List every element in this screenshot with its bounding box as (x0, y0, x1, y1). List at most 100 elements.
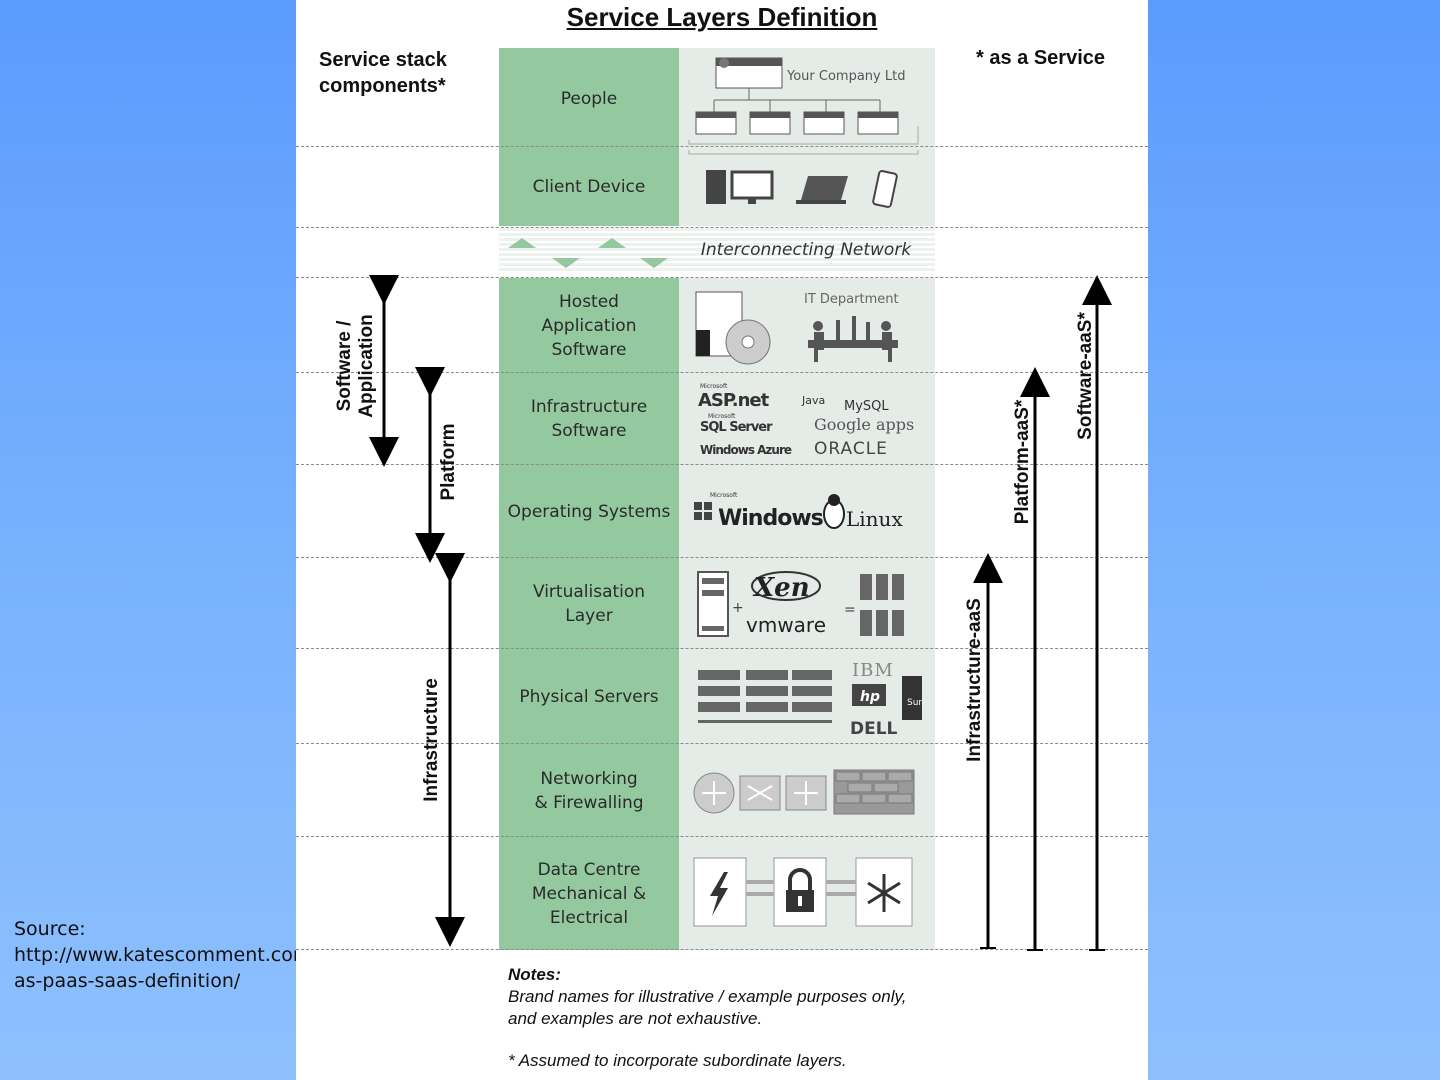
diagram-title: Service Layers Definition (566, 2, 878, 32)
layer-separator (296, 949, 1148, 950)
layer-label-line: Electrical (549, 907, 629, 928)
layer-infrastructure-software: Infrastructure Software (499, 374, 679, 464)
source-url-continued: as-paas-saas-definition/ (14, 970, 241, 992)
software-box-icon (695, 291, 771, 365)
network-band (499, 228, 935, 272)
hp-logo: hp (860, 689, 880, 705)
layer-separator (296, 277, 1148, 278)
iaas-label: Infrastructure-aaS (964, 598, 985, 762)
server-rack-icon (698, 670, 832, 723)
layer-operating-systems: Operating Systems (507, 501, 671, 522)
layer-separator (296, 227, 1148, 228)
ibm-logo: IBM (852, 660, 894, 681)
layer-separator (296, 464, 1148, 465)
layer-label-line: Infrastructure (530, 397, 648, 417)
client-devices-icon (688, 150, 919, 208)
layer-label-line: Networking (540, 768, 638, 789)
paas-label: Platform-aaS* (1012, 399, 1033, 525)
sun-badge (902, 676, 922, 720)
oracle-logo: ORACLE (814, 439, 888, 459)
layer-label-line: Data Centre (537, 859, 641, 880)
layer-separator (296, 648, 1148, 649)
vmware-logo: vmware (746, 613, 826, 637)
layer-label-line: Layer (565, 605, 613, 626)
layer-label-line: Mechanical & (531, 883, 647, 904)
microsoft-small-text: Microsoft (700, 383, 728, 390)
platform-label: Platform (438, 423, 459, 501)
windows-azure-logo: Windows Azure (700, 443, 792, 457)
notes-line: and examples are not exhaustive. (508, 1009, 763, 1028)
layer-people: People (560, 89, 618, 109)
data-centre-icons (693, 857, 913, 927)
layer-separator (296, 372, 1148, 373)
plus-sign: + (732, 600, 744, 616)
padlock-icon (786, 868, 814, 912)
layer-column-top (499, 48, 679, 226)
layer-hosted-application-software: Hosted Application Software (499, 280, 679, 372)
it-department-label: IT Department (804, 292, 899, 307)
layer-separator (296, 836, 1148, 837)
layer-label-line: Application (541, 316, 637, 336)
dell-logo: DELL (850, 719, 898, 739)
linux-logo: Linux (846, 507, 903, 531)
layer-label-line: & Firewalling (534, 792, 644, 813)
snowflake-icon (867, 874, 901, 912)
source-url: http://www.katescomment.com/iaas-paas-sa… (14, 944, 296, 966)
diagram-slide: Service Layers Definition Service stack … (296, 0, 1148, 1080)
org-chart-icon (688, 57, 919, 145)
notes-heading: Notes: (508, 965, 561, 984)
linux-tux-icon (823, 494, 845, 529)
notes-line: Brand names for illustrative / example p… (508, 987, 907, 1006)
sun-logo: Sun (907, 698, 924, 708)
diagram-graphics: Your Company Ltd IT Department M (369, 57, 1112, 951)
layer-client-device: Client Device (532, 177, 646, 197)
layer-column-bottom (499, 278, 679, 950)
left-header-line-1: Service stack (319, 49, 447, 71)
source-label: Source: (14, 918, 86, 940)
saas-label: Software-aaS* (1075, 312, 1096, 440)
network-devices-icon (693, 772, 827, 814)
firewall-icon (833, 769, 915, 815)
arrow-label-line: Application (356, 314, 377, 418)
layer-networking-firewalling: Networking & Firewalling (499, 745, 679, 836)
windows-flag-icon (694, 502, 712, 520)
microsoft-small-text: Microsoft (708, 413, 736, 420)
java-logo: Java (801, 394, 825, 407)
xen-logo: Xen (752, 573, 810, 603)
hp-badge (852, 684, 886, 706)
microsoft-small-text: Microsoft (710, 492, 738, 499)
layer-label-line: Virtualisation (532, 581, 646, 602)
arrow-label-line: Software / (334, 320, 355, 412)
source-citation: Source: http://www.katescomment.com/iaas… (14, 916, 296, 994)
notes-footnote: * Assumed to incorporate subordinate lay… (508, 1051, 847, 1070)
network-label: Interconnecting Network (700, 240, 912, 260)
right-column-header: * as a Service (976, 47, 1105, 69)
google-apps-logo: Google apps (814, 415, 914, 434)
layer-separator (296, 743, 1148, 744)
xen-swoosh-icon (751, 571, 821, 601)
company-label: Your Company Ltd (786, 69, 905, 84)
mysql-logo: MySQL (844, 399, 889, 414)
layer-separator (296, 557, 1148, 558)
left-header-line-2: components* (319, 75, 446, 97)
windows-logo: Windows (718, 506, 824, 531)
left-column-header: Service stack components* (319, 47, 447, 99)
layer-label-line: Software (551, 421, 627, 441)
aspnet-logo: ASP.net (698, 390, 770, 411)
layer-separator (296, 146, 1148, 147)
network-arrows-icon (508, 238, 668, 268)
layer-data-centre: Data Centre Mechanical & Electrical (499, 838, 679, 949)
software-application-label: Software / Application (334, 314, 378, 417)
notes-block: Notes: Brand names for illustrative / ex… (508, 964, 906, 1072)
server-tower-icon (697, 571, 729, 637)
equals-sign: = (844, 602, 856, 618)
it-department-icon (808, 316, 898, 362)
lightning-icon (710, 872, 728, 916)
layer-virtualisation: Virtualisation Layer (499, 559, 679, 648)
infrastructure-label: Infrastructure (421, 678, 442, 802)
layer-label-line: Hosted (559, 292, 619, 312)
virtual-servers-icon (860, 574, 904, 636)
layer-label-line: Software (551, 340, 627, 360)
sqlserver-logo: SQL Server (700, 420, 773, 435)
layer-physical-servers: Physical Servers (519, 686, 659, 707)
